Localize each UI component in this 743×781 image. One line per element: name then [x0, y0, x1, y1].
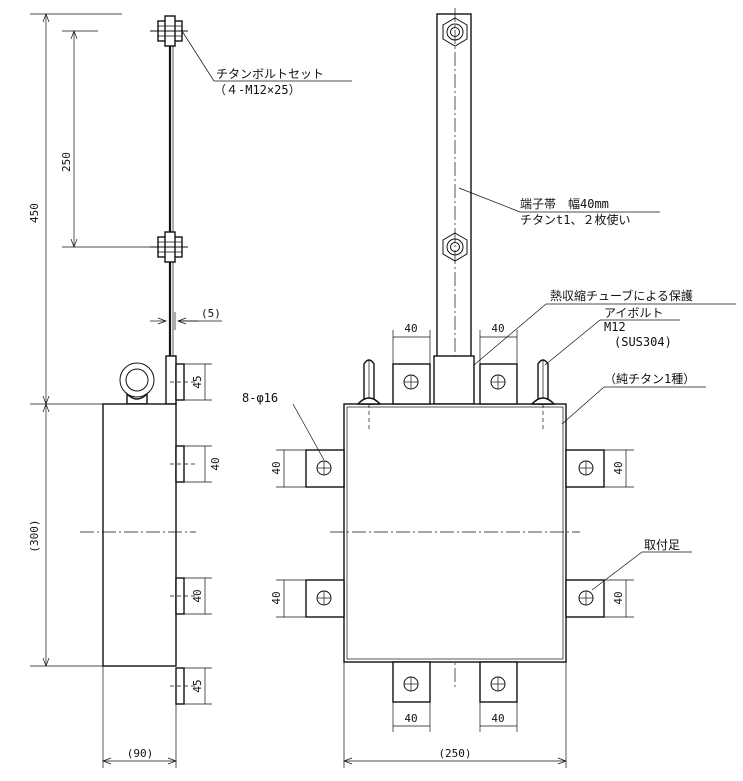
- dim-bottom-foot-left: 40: [404, 712, 417, 725]
- dim-foot-45-top: 45: [191, 375, 204, 388]
- right-feet: 40 40: [565, 449, 634, 618]
- side-view: 450 250: [28, 13, 352, 768]
- bolt-top: [150, 15, 188, 47]
- label-pure-titanium: （純チタン1種）: [604, 372, 695, 386]
- eye-bolt-front-left: [356, 359, 382, 432]
- dim-left-foot-bottom: 40: [270, 591, 283, 604]
- dim-left-foot-top: 40: [270, 461, 283, 474]
- dim-foot-40-a: 40: [209, 457, 222, 470]
- label-eye-bolt-material: (SUS304): [614, 335, 672, 349]
- label-mount-foot: 取付足: [644, 538, 680, 552]
- dim-body-width: (250): [438, 747, 471, 760]
- dim-bottom-foot-right: 40: [491, 712, 504, 725]
- dim-foot-40-b: 40: [191, 589, 204, 602]
- dim-foot-45-bottom: 45: [191, 679, 204, 692]
- dim-bolt-spacing: 250: [60, 152, 73, 172]
- shrink-tube: [433, 355, 475, 405]
- dim-top-foot-right: 40: [491, 322, 504, 335]
- label-eye-bolt-size: M12: [604, 320, 626, 334]
- eye-bolt-front-right: [530, 359, 556, 432]
- dim-right-foot-bottom: 40: [612, 591, 625, 604]
- terminal-band: [436, 13, 472, 405]
- bolt-middle: [150, 231, 188, 263]
- label-terminal-band-spec: チタンt1、２枚使い: [520, 212, 630, 227]
- label-bolt-set: チタンボルトセット: [216, 67, 324, 81]
- dim-right-foot-top: 40: [612, 461, 625, 474]
- dim-body-height: (300): [28, 519, 41, 552]
- side-foot-dims: 45 40 40 45: [184, 363, 222, 705]
- top-feet: 40 40: [392, 322, 518, 405]
- dim-total-height: 450: [28, 203, 41, 223]
- body-side: [102, 403, 177, 667]
- eye-bolt-side: [119, 362, 155, 405]
- label-holes: 8-φ16: [242, 391, 278, 405]
- front-view: 40 40 40 40: [242, 8, 736, 768]
- label-bolt-set-spec: （４-M12×25）: [214, 83, 301, 97]
- side-feet: [170, 363, 196, 705]
- dim-gap: (5): [201, 307, 221, 320]
- dim-top-foot-left: 40: [404, 322, 417, 335]
- label-eye-bolt: アイボルト: [604, 306, 663, 320]
- body-front: [343, 403, 567, 663]
- label-terminal-band: 端子帯 幅40mm: [520, 196, 609, 211]
- dim-body-depth: (90): [127, 747, 154, 760]
- label-shrink-tube: 熱収縮チューブによる保護: [550, 288, 693, 303]
- bottom-feet: 40 40: [392, 661, 518, 732]
- left-feet: 40 40: [270, 449, 345, 618]
